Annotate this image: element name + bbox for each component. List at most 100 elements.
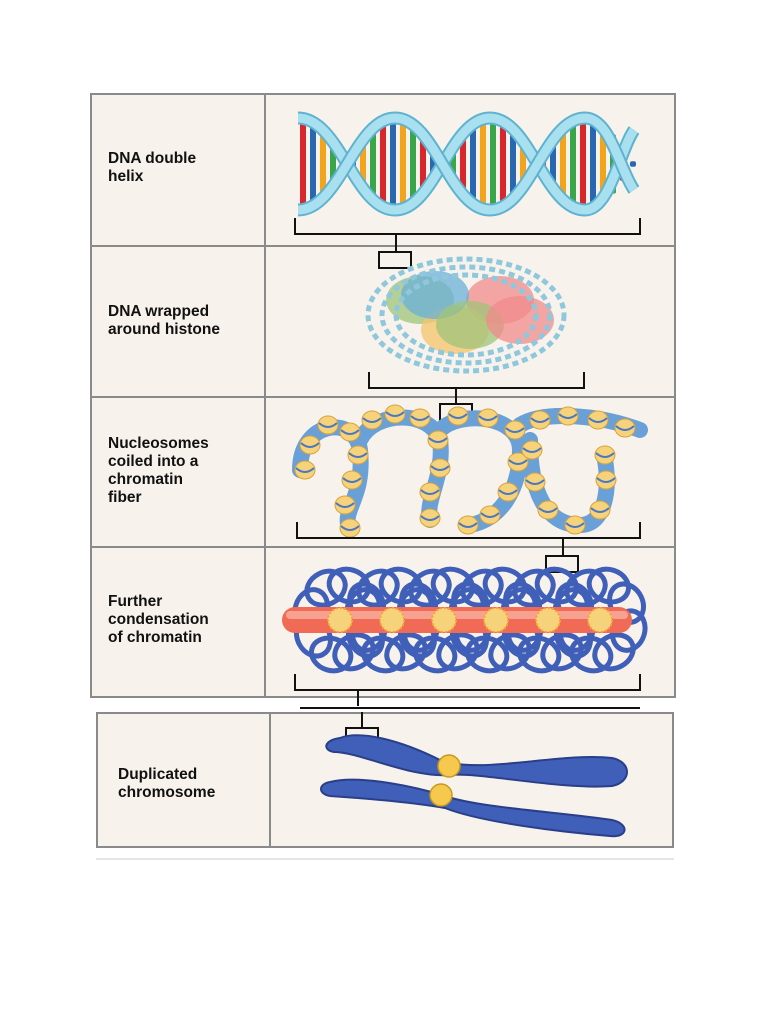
nucleosome-bead <box>479 505 501 525</box>
label-dna-double-helix: DNA double helix <box>108 150 197 185</box>
histone-octamer-illustration <box>365 256 567 374</box>
nucleosome-bead <box>419 482 441 502</box>
nucleosome-bead <box>409 408 431 428</box>
nucleosome-bead <box>594 445 616 465</box>
label-duplicated-chromosome: Duplicated chromosome <box>118 766 216 801</box>
nucleosome-bead <box>537 500 559 520</box>
row-helix: DNA double helix <box>92 95 674 245</box>
nucleosome-bead <box>614 418 636 438</box>
nucleosome-bead <box>427 430 449 450</box>
base-pair <box>510 129 516 199</box>
label-nucleosomes-fiber: Nucleosomes coiled into a chromatin fibe… <box>108 435 209 506</box>
loop-anchor <box>587 607 613 633</box>
base-pair <box>560 130 566 198</box>
label-dna-wrapped-histone: DNA wrapped around histone <box>108 303 220 338</box>
centromere-upper <box>437 754 461 778</box>
loop-anchor <box>327 607 353 633</box>
base-pair <box>390 118 396 210</box>
chromatin-loop <box>568 635 614 674</box>
nucleosome-bead <box>504 420 526 440</box>
chromatin-loop <box>408 568 452 608</box>
base-pair <box>300 118 306 210</box>
histone-subunit <box>436 301 504 349</box>
base-pair <box>480 119 486 209</box>
chromatin-loop <box>564 568 608 608</box>
nucleosome-bead <box>497 482 519 502</box>
chromatin-loop <box>586 566 632 605</box>
base-pair <box>590 119 596 209</box>
dna-double-helix-illustration <box>297 111 640 217</box>
nucleosome-bead <box>361 410 383 430</box>
base-pair <box>420 134 426 194</box>
nucleosome-bead <box>299 435 321 455</box>
nucleosome-bead <box>589 500 611 520</box>
centromere-lower <box>429 783 453 807</box>
chromatin-loop <box>412 635 458 674</box>
base-pair <box>380 122 386 206</box>
condensed-bracket <box>294 674 641 691</box>
nucleosome-bead <box>507 452 529 472</box>
nucleosome-bead <box>384 404 406 424</box>
chromatin-loop <box>516 635 562 674</box>
nucleosome-bead <box>557 406 579 426</box>
chromatin-loop <box>304 568 348 608</box>
base-pair <box>370 130 376 198</box>
nucleosome-bead <box>595 470 617 490</box>
nucleosome-bead <box>587 410 609 430</box>
wrapped-dna-strand <box>379 264 553 366</box>
base-pair <box>580 118 586 210</box>
chromatin-loop <box>360 635 406 674</box>
chromatin-loop <box>464 635 510 674</box>
helix-zoom-box <box>378 251 412 269</box>
base-pair <box>400 119 406 209</box>
duplicated-chromosome-illustration <box>320 734 628 838</box>
chromatin-loop <box>308 635 354 674</box>
base-pair <box>310 121 316 207</box>
nucleosome-bead <box>419 508 441 528</box>
nucleosome-bead <box>294 460 316 480</box>
row-condensed: Further condensation of chromatin <box>92 546 674 698</box>
base-pair <box>490 118 496 210</box>
nucleosome-bead <box>347 445 369 465</box>
base-pair <box>470 125 476 203</box>
nucleosome-bead <box>317 415 339 435</box>
column-divider <box>264 95 266 696</box>
chromatin-loop <box>460 568 504 608</box>
loop-anchor <box>535 607 561 633</box>
loop-anchor <box>379 607 405 633</box>
nucleosome-bead <box>339 422 361 442</box>
condensed-chromatin-illustration <box>282 566 648 674</box>
base-pair <box>460 135 466 193</box>
nucleosome-bead <box>524 472 546 492</box>
base-pair <box>570 122 576 206</box>
wrapped-dna-strand <box>365 256 567 374</box>
row-histone: DNA wrapped around histone <box>92 245 674 397</box>
histone-bracket <box>368 372 585 389</box>
column-divider <box>269 714 271 846</box>
row-fiber: Nucleosomes coiled into a chromatin fibe… <box>92 396 674 548</box>
chromatin-loop <box>512 568 556 608</box>
loop-anchor <box>431 607 457 633</box>
chromatin-fiber-illustration <box>292 404 648 538</box>
wrapped-dna-strand <box>393 272 539 358</box>
label-further-condensation: Further condensation of chromatin <box>108 593 209 646</box>
nucleosome-bead <box>339 518 361 538</box>
nucleosome-bead <box>341 470 363 490</box>
chromatin-loop <box>356 568 400 608</box>
nucleosome-bead <box>334 495 356 515</box>
loop-anchor <box>483 607 509 633</box>
nucleosome-bead <box>447 406 469 426</box>
nucleosome-bead <box>429 458 451 478</box>
base-pair <box>630 161 636 167</box>
chromatin-loop <box>592 632 636 672</box>
base-pair <box>320 129 326 199</box>
nucleosome-bead <box>564 515 586 535</box>
fiber-bracket <box>296 522 641 539</box>
nucleosome-bead <box>457 515 479 535</box>
nucleosome-bead <box>529 410 551 430</box>
nucleosome-bead <box>521 440 543 460</box>
helix-bracket <box>294 218 641 235</box>
base-pair <box>410 124 416 204</box>
bottom-rule <box>96 858 674 860</box>
